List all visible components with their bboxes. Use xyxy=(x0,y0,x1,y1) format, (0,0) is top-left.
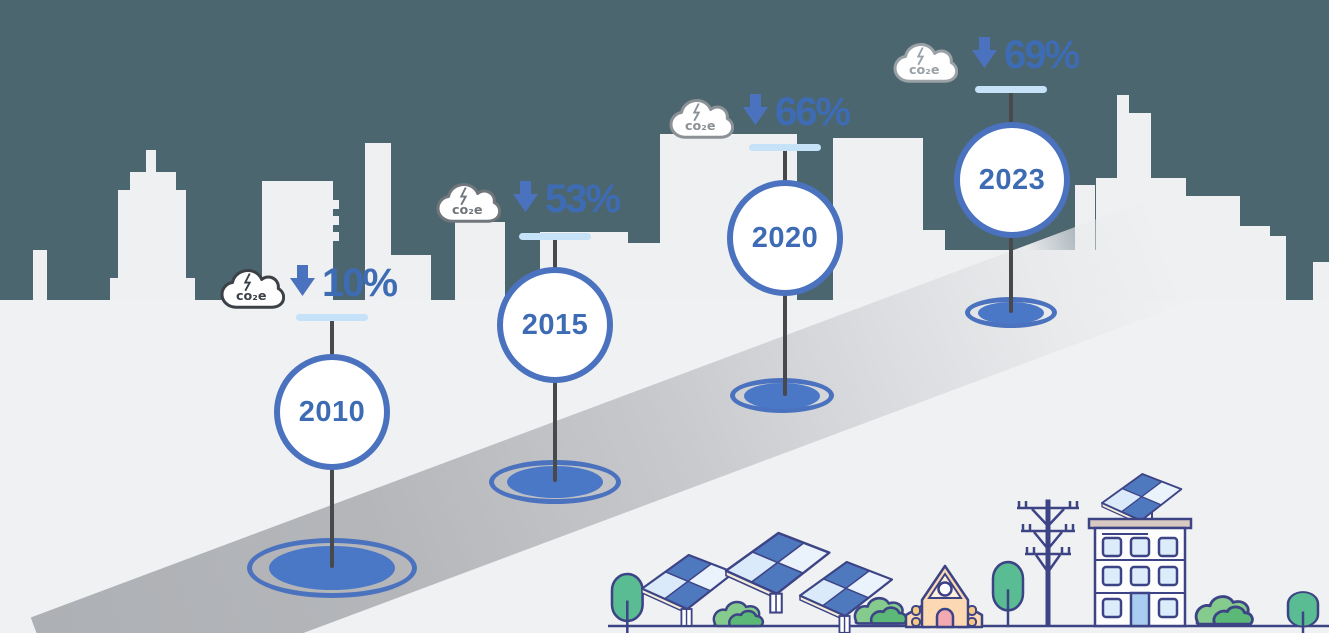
marker-crossbar xyxy=(749,144,821,151)
power-pole-icon xyxy=(1017,499,1079,627)
church-icon xyxy=(904,564,984,629)
year-label: 2023 xyxy=(978,163,1046,196)
skyline-detail xyxy=(333,216,339,225)
reduction-indicator: 53% xyxy=(513,177,621,221)
reduction-percentage: 66% xyxy=(775,90,851,134)
skyline-building xyxy=(146,150,156,320)
cloud-label: co₂e xyxy=(452,203,483,218)
year-circle: 2023 xyxy=(954,122,1070,238)
reduction-percentage: 10% xyxy=(322,261,398,305)
tree-icon xyxy=(610,572,644,633)
apartment-building-icon xyxy=(1087,473,1193,628)
bush-icon xyxy=(1194,595,1254,626)
down-arrow-icon xyxy=(513,181,538,212)
marker-base-ring xyxy=(730,378,834,413)
marker-base xyxy=(744,383,820,409)
green-city-illustration xyxy=(608,473,1329,633)
year-label: 2020 xyxy=(751,221,819,254)
down-arrow-icon xyxy=(972,37,997,68)
marker-crossbar xyxy=(975,86,1047,93)
reduction-percentage: 53% xyxy=(545,177,621,221)
marker-crossbar xyxy=(519,233,591,240)
co2e-cloud-icon: co₂e xyxy=(220,269,285,309)
reduction-indicator: 69% xyxy=(972,33,1080,77)
year-label: 2015 xyxy=(521,308,589,341)
cloud-label: co₂e xyxy=(685,119,716,134)
reduction-percentage: 69% xyxy=(1004,33,1080,77)
skyline-building xyxy=(365,143,391,320)
year-circle: 2020 xyxy=(727,180,843,296)
skyline-building xyxy=(1270,236,1286,320)
skyline-detail xyxy=(333,232,339,241)
reduction-indicator: 66% xyxy=(743,90,851,134)
co2e-cloud-icon: co₂e xyxy=(669,99,734,139)
skyline-detail xyxy=(333,200,339,209)
down-arrow-icon xyxy=(290,265,315,296)
tree-icon xyxy=(991,560,1025,629)
cloud-label: co₂e xyxy=(909,63,940,78)
co2e-cloud-icon: co₂e xyxy=(893,43,958,83)
co2e-cloud-icon: co₂e xyxy=(436,183,501,223)
year-label: 2010 xyxy=(298,395,366,428)
down-arrow-icon xyxy=(743,94,768,125)
reduction-indicator: 10% xyxy=(290,261,398,305)
marker-crossbar xyxy=(296,314,368,321)
year-circle: 2015 xyxy=(497,267,613,383)
marker-base xyxy=(978,302,1044,324)
year-circle: 2010 xyxy=(274,354,390,470)
cloud-label: co₂e xyxy=(236,289,267,304)
bush-icon xyxy=(712,600,765,628)
